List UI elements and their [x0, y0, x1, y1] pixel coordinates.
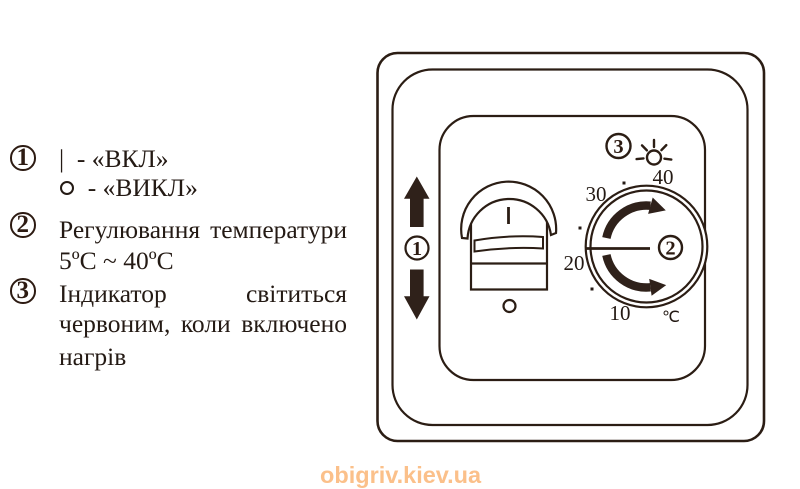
switch-hood: [460, 180, 558, 240]
item3-line1: Індикатор світиться: [59, 279, 347, 308]
item1-line2-text: - «ВИКЛ»: [87, 173, 198, 202]
callout-2-number: 2: [665, 238, 675, 260]
item2-line1: Регулювання температури: [59, 215, 347, 244]
dial-label-10: 10: [610, 301, 631, 325]
callout-1-number: 1: [412, 238, 422, 260]
dial-tick-top: [622, 181, 626, 185]
switch-indicator-dot: [502, 298, 517, 314]
rotate-up-arrow: [602, 201, 651, 240]
dial-scale-labels: 40 30 20 10 ℃: [564, 165, 680, 326]
down-arrow-icon: [404, 269, 430, 320]
rotate-up-arrowhead: [648, 197, 666, 214]
watermark: obigriv.kiev.ua: [320, 462, 482, 488]
dial-inner-ring: [589, 189, 704, 304]
item3-number-badge: 3: [10, 278, 36, 304]
item1-line2: - «ВИКЛ»: [59, 175, 198, 201]
item1-line1: | - «ВКЛ»: [59, 146, 169, 172]
dial-label-20: 20: [564, 251, 585, 275]
on-bar-symbol: |: [59, 144, 65, 173]
dial-label-30: 30: [586, 182, 607, 206]
switch-rocker-band: [473, 235, 544, 253]
item3-line3: нагрів: [59, 342, 127, 371]
up-arrow-icon: [404, 176, 430, 227]
dial-tick-left: [578, 226, 582, 230]
item3-line2: червоним, коли включено: [59, 309, 347, 338]
thermostat-diagram: 1 2 40 30 20 10: [376, 51, 766, 443]
callout-1-circle: [404, 235, 430, 261]
device-linework: 1 2 40 30 20 10: [376, 51, 766, 443]
dial-unit-label: ℃: [662, 309, 680, 326]
rotate-down-arrow: [602, 253, 651, 292]
dial-tick-bottom: [590, 287, 594, 291]
indicator-lamp-icon: [635, 138, 673, 166]
off-circle-symbol: [60, 181, 74, 195]
dial-label-40: 40: [653, 165, 674, 189]
callout-3-circle: [605, 132, 632, 160]
item2-line2: 5ºС ~ 40ºС: [59, 246, 174, 275]
callout-2-circle: [657, 234, 684, 261]
rotate-down-arrowhead: [649, 278, 667, 296]
callout-3-number: 3: [613, 136, 623, 158]
item1-number-badge: 1: [10, 145, 36, 171]
item1-line1-text: - «ВКЛ»: [76, 144, 169, 173]
item2-number-badge: 2: [10, 212, 36, 238]
